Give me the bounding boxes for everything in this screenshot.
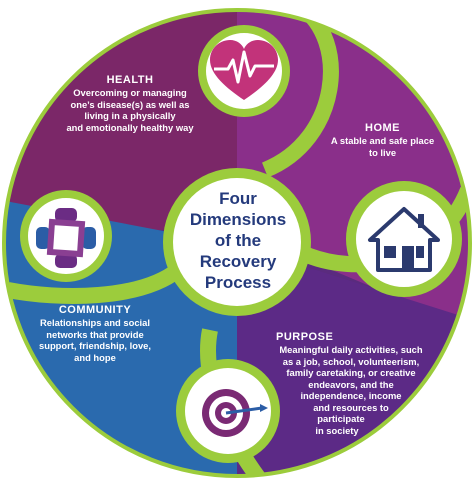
community-desc-2: networks that provide — [46, 328, 144, 340]
community-desc-3: support, friendship, love, — [39, 340, 151, 352]
purpose-desc-1: Meaningful daily activities, such — [279, 344, 423, 356]
center-title: Four Dimensions of the Recovery Process — [178, 188, 298, 293]
purpose-desc-3: family caretaking, or creative — [286, 367, 416, 379]
community-section: COMMUNITY Relationships and social netwo… — [20, 304, 170, 363]
center-line-2: Dimensions — [189, 210, 287, 230]
health-section: HEALTH Overcoming or managing one’s dise… — [55, 74, 205, 133]
target-arrow-icon — [176, 359, 280, 463]
purpose-section: PURPOSE Meaningful daily activities, suc… — [276, 331, 426, 436]
community-desc-4: and hope — [74, 351, 116, 363]
purpose-desc-6: and resources to — [313, 401, 389, 413]
health-desc-4: and emotionally healthy way — [66, 121, 194, 133]
heart-pulse-icon — [198, 25, 290, 117]
home-desc-1: A stable and safe place — [330, 135, 435, 147]
health-title: HEALTH — [106, 74, 154, 86]
community-desc-1: Relationships and social — [40, 317, 150, 329]
community-title: COMMUNITY — [58, 304, 132, 316]
purpose-desc-2: as a job, school, volunteerism, — [282, 355, 420, 367]
purpose-desc-8: in society — [315, 424, 359, 436]
health-desc-1: Overcoming or managing — [73, 87, 187, 99]
center-circle — [173, 178, 301, 306]
health-desc-3: living in a physically — [84, 110, 176, 122]
center-line-1: Four — [219, 189, 257, 208]
health-desc-2: one’s disease(s) as well as — [70, 98, 190, 110]
purpose-desc-7: participate — [317, 413, 365, 425]
home-desc-2: to live — [368, 146, 397, 158]
center-line-5: Process — [204, 273, 272, 293]
center-line-3: of the — [214, 231, 262, 251]
purpose-desc-4: endeavors, and the — [308, 378, 394, 390]
people-circle-icon — [20, 190, 112, 282]
purpose-title: PURPOSE — [276, 331, 334, 343]
outer-ring — [2, 8, 472, 478]
house-icon — [346, 181, 462, 297]
swirl-band-left — [6, 263, 183, 304]
home-section: HOME A stable and safe place to live — [320, 122, 445, 158]
home-title: HOME — [365, 122, 400, 134]
center-line-4: Recovery — [199, 252, 277, 272]
purpose-desc-5: independence, income — [300, 390, 402, 402]
